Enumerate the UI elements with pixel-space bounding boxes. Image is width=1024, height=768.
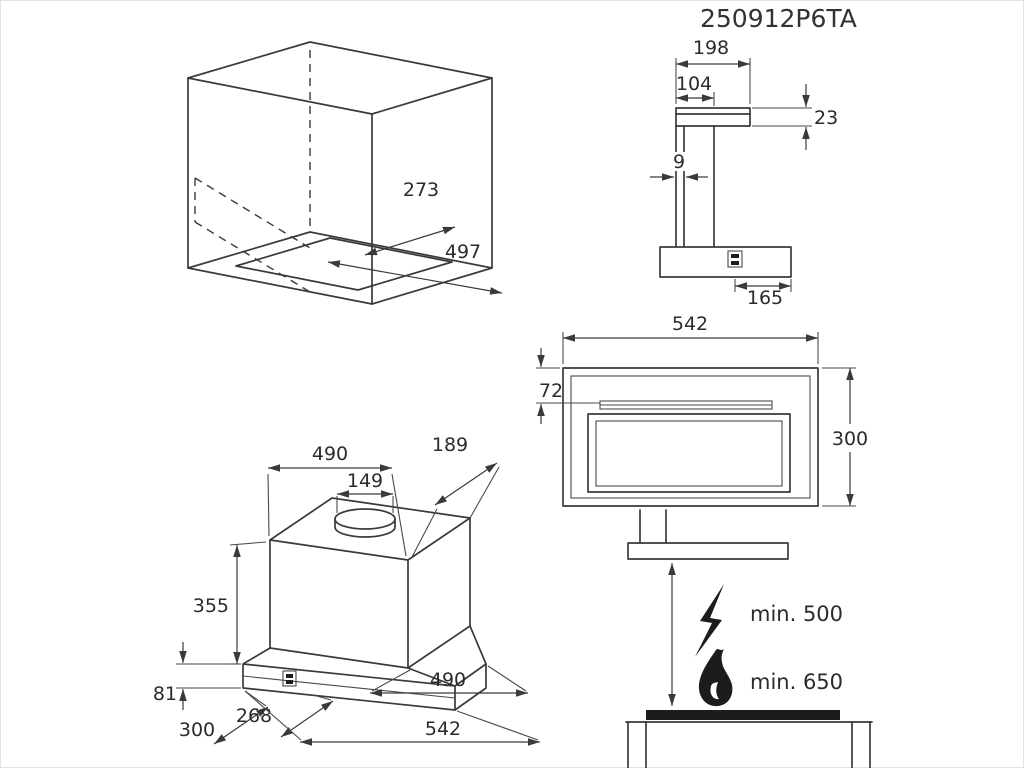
flame-icon: [698, 649, 733, 707]
dim-label-front-width: 542: [672, 313, 708, 335]
dim-label-body-height: 355: [193, 595, 229, 617]
switch-detail: [727, 250, 743, 268]
dim-label-wall-thickness: 9: [673, 151, 685, 173]
electric-clearance-label: min. 500: [750, 602, 843, 626]
dim-label-cutout-depth: 273: [403, 179, 439, 201]
dim-label-top-depth: 189: [432, 434, 468, 456]
dim-label-vent-width: 149: [347, 470, 383, 492]
dim-label-switch-offset: 165: [747, 287, 783, 309]
dim-label-body-width: 490: [430, 669, 466, 691]
gas-clearance-label: min. 650: [750, 670, 843, 694]
cabinet-cutout-view: 273 497: [187, 41, 503, 305]
dim-label-duct-depth: 104: [676, 73, 712, 95]
hob-surface: [646, 710, 840, 720]
vent-outlet: [334, 508, 396, 538]
hood-underside: [627, 542, 789, 560]
dim-label-frame-height: 81: [153, 683, 177, 705]
dim-label-front-height: 300: [832, 428, 868, 450]
dim-label-total-depth: 300: [179, 719, 215, 741]
model-number: 250912P6TA: [700, 4, 857, 33]
perspective-view: 490 149 189 355 81 300 268 490: [153, 434, 540, 746]
switch-detail: [282, 670, 297, 687]
dim-label-cutout-width: 497: [445, 241, 481, 263]
clearance-view: min. 500 min. 650: [625, 509, 873, 768]
dim-label-top-width: 490: [312, 443, 348, 465]
side-profile-view: 198 104 23 9 165: [650, 37, 838, 309]
dim-label-top-depth: 198: [693, 37, 729, 59]
dim-label-top-offset: 72: [539, 380, 563, 402]
front-view: 542 72 300: [536, 313, 868, 507]
dim-label-frame-width: 542: [425, 718, 461, 740]
lightning-icon: [695, 584, 724, 657]
counter-outline: [625, 721, 873, 768]
dim-label-panel-height: 23: [814, 107, 838, 129]
dim-label-body-depth: 268: [236, 705, 272, 727]
hidden-hood-outline: [194, 177, 311, 293]
